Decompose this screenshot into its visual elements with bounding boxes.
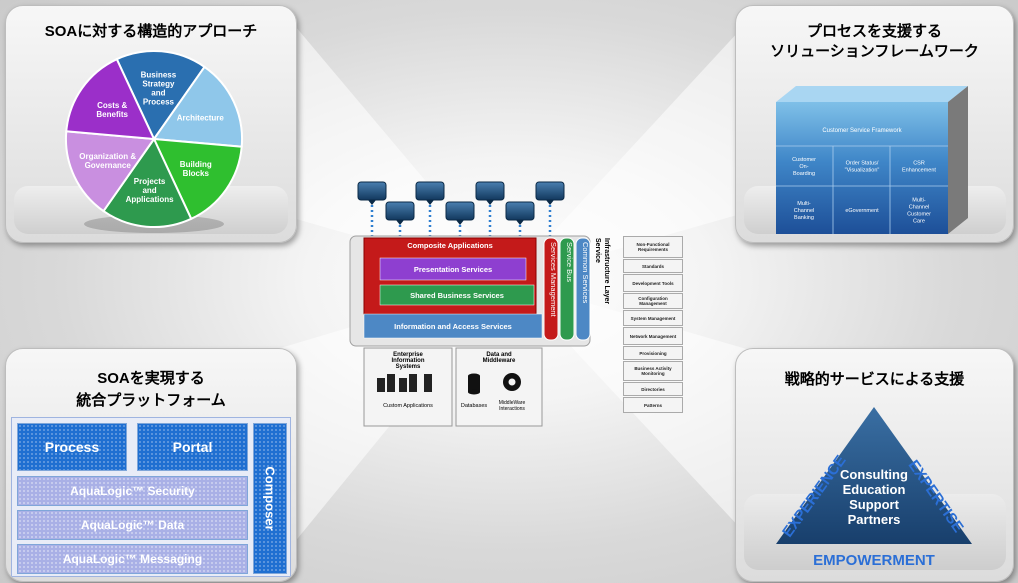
composer-block: Composer [253, 423, 287, 574]
infrastructure-list-item: Development Tools [623, 274, 683, 292]
panel-solution-framework: プロセスを支援する ソリューションフレームワーク Customer Servic… [735, 5, 1014, 243]
pie-slice-label: Architecture [177, 113, 225, 122]
infrastructure-list-item: Provisioning [623, 346, 683, 360]
infrastructure-list-item: System Management [623, 310, 683, 326]
infrastructure-list-item: Network Management [623, 327, 683, 345]
panel-title-line2: 統合プラットフォーム [76, 392, 226, 409]
panel-integration-platform: SOAを実現する 統合プラットフォーム Process Portal AquaL… [5, 348, 297, 582]
cube-top-label: Customer Service Framework [822, 128, 902, 134]
cube-front-face [776, 102, 948, 234]
information-access-label: Information and Access Services [394, 322, 512, 331]
pie-slice [102, 137, 193, 229]
client-monitor-icon [445, 201, 475, 236]
panel-strategic-services: 戦略的サービスによる支援 EXPERIENCE EXPERTISE EMPOWE… [735, 348, 1014, 582]
infrastructure-list-item: Standards [623, 259, 683, 273]
custom-apps-caption: Custom Applications [383, 403, 433, 409]
pie-slice-label: Costs &Benefits [96, 101, 128, 119]
server-icons [377, 374, 432, 392]
presentation-services-label: Presentation Services [414, 265, 492, 274]
shared-business-services-label: Shared Business Services [410, 291, 504, 300]
client-monitor-icon [415, 181, 445, 236]
triangle-center-label: Support [849, 497, 899, 512]
client-monitor-icon [385, 201, 415, 236]
common-services-bar [575, 237, 591, 341]
infrastructure-list-item: Configuration Management [623, 293, 683, 309]
infrastructure-list-item: Patterns [623, 397, 683, 413]
client-monitor-icon [357, 181, 387, 236]
databases-caption: Databases [461, 403, 488, 409]
triangle-center-label: Partners [848, 512, 901, 527]
triangle-shape [776, 407, 972, 544]
infrastructure-list-item: Business Activity Monitoring [623, 361, 683, 381]
infra-layer-label-line1: Service [594, 238, 601, 263]
messaging-block: AquaLogic™ Messaging [17, 544, 248, 574]
pie-slice [65, 57, 156, 141]
portal-block: Portal [137, 423, 248, 471]
shared-business-services-block [379, 284, 535, 306]
process-block: Process [17, 423, 127, 471]
cube-cell-label: eGovernment [845, 208, 879, 214]
service-bus-label: Service Bus [565, 242, 574, 282]
panel-title: SOAに対する構造的アプローチ [44, 23, 258, 40]
cube-cell-label: Order Status/"Visualization" [845, 161, 880, 174]
composite-apps-label: Composite Applications [407, 241, 493, 250]
panel-title-line2: ソリューションフレームワーク [770, 43, 979, 60]
cube-side-face [948, 86, 968, 234]
pie-slice-label: Organization &Governance [79, 152, 136, 170]
services-management-bar [543, 237, 559, 341]
infrastructure-list-item: Directories [623, 382, 683, 396]
client-monitor-icon [505, 201, 535, 236]
data-block: AquaLogic™ Data [17, 510, 248, 540]
presentation-services-block [379, 257, 527, 281]
infrastructure-list-item: Non-Functional Requirements [623, 236, 683, 258]
pie-slice [152, 65, 244, 148]
panel-title-line1: SOAを実現する [97, 370, 205, 387]
infra-layer-label-line2: Infrastructure Layer [603, 238, 610, 304]
information-access-block [363, 313, 543, 339]
service-bus-bar [559, 237, 575, 341]
panel-title: 戦略的サービスによる支援 [784, 371, 965, 388]
common-services-label: Common Services [581, 242, 590, 304]
middleware-gear-icon [503, 373, 521, 391]
security-block: AquaLogic™ Security [17, 476, 248, 506]
database-icon [468, 373, 480, 395]
pie-slice [115, 49, 206, 141]
client-monitor-icon [475, 181, 505, 236]
services-management-label: Services Management [549, 242, 558, 318]
services-triangle: EXPERIENCE EXPERTISE EMPOWERMENT Consult… [776, 407, 972, 569]
pie-slice [152, 137, 243, 221]
triangle-center-label: Consulting [840, 467, 908, 482]
pie-slice [64, 130, 156, 213]
panel-title-line1: プロセスを支援する [806, 23, 942, 40]
triangle-center-label: Education [843, 482, 906, 497]
client-monitor-icon [535, 181, 565, 236]
empowerment-label: EMPOWERMENT [813, 552, 935, 569]
platform-stack: Process Portal AquaLogic™ Security AquaL… [11, 417, 291, 577]
cube-top-face [776, 86, 968, 102]
